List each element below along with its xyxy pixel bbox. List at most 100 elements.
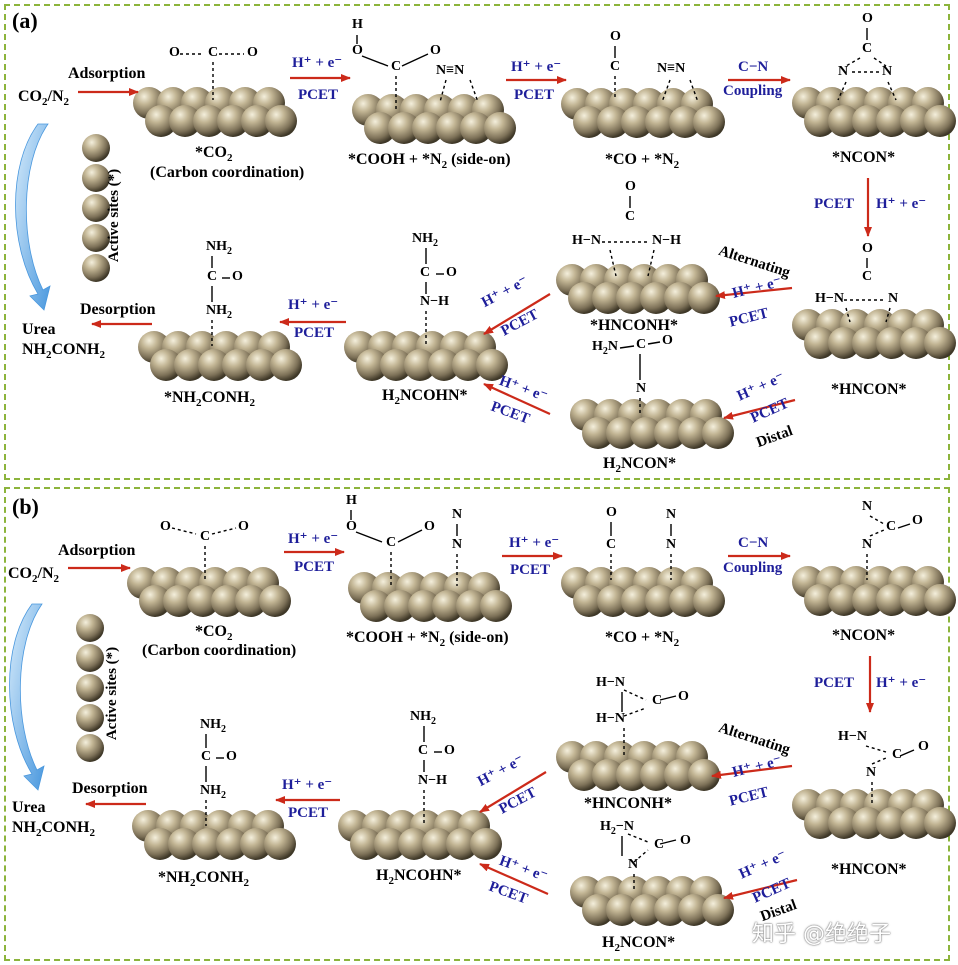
h-e-label-b2: H⁺ + e⁻ [509, 535, 560, 551]
surface-a-1 [352, 94, 516, 144]
h2ncon-label-a: H2NCON* [603, 455, 677, 476]
atom-nh2-b3: NH2 [200, 783, 226, 801]
atom-o-a6: O [862, 11, 873, 26]
atom-hn-b3: H−N [596, 711, 625, 726]
sphere [374, 828, 406, 860]
sphere [82, 224, 110, 252]
hnconh-label-b: *HNCONH* [584, 795, 672, 812]
pcet-label-a8: PCET [294, 325, 335, 341]
atom-h2n-b1: H2−N [600, 819, 634, 837]
hncon-label-a: *HNCON* [831, 381, 907, 398]
bond [869, 515, 885, 525]
bond [623, 689, 647, 701]
sphere [616, 759, 648, 791]
sphere [678, 417, 710, 449]
atom-n-b8: N [628, 857, 639, 872]
sphere [476, 349, 508, 381]
sphere [876, 584, 908, 616]
bond [623, 707, 647, 717]
atom-c-a4: C [862, 41, 873, 56]
bond [211, 527, 237, 535]
atom-h-a1: H [352, 17, 363, 32]
atom-n-b7: N [866, 765, 877, 780]
sphere [139, 585, 171, 617]
bond [647, 249, 655, 277]
surface-b-4 [792, 789, 956, 839]
sphere [924, 105, 956, 137]
atom-n-b6: N [862, 537, 873, 552]
bond [361, 55, 389, 67]
sphere [432, 590, 464, 622]
active-sites-label-a: Active sites (*) [106, 168, 123, 263]
sphere [76, 644, 104, 672]
sphere [592, 759, 624, 791]
atom-o-a10: O [446, 265, 457, 280]
sphere [192, 828, 224, 860]
sphere [460, 112, 492, 144]
atom-c-a3: C [610, 59, 621, 74]
active-sites-column-a [82, 134, 110, 282]
atom-nh2-a3: NH2 [206, 303, 232, 321]
bond [619, 345, 635, 349]
sphere [422, 828, 454, 860]
sphere [852, 105, 884, 137]
sphere [688, 282, 720, 314]
atom-c-b6: C [652, 693, 663, 708]
nn-a1: N≡N [436, 63, 465, 78]
atom-o-b1: O [160, 519, 171, 534]
sphere [169, 105, 201, 137]
sphere [222, 349, 254, 381]
atom-c-b4: C [886, 519, 897, 534]
sphere [573, 106, 605, 138]
surface-a-5 [556, 264, 720, 314]
sphere [428, 349, 460, 381]
h-e-label-a2: H⁺ + e⁻ [511, 59, 562, 75]
sphere [480, 590, 512, 622]
sphere [76, 704, 104, 732]
sphere [924, 584, 956, 616]
atom-nh2-b2: NH2 [200, 717, 226, 735]
hnconh-label-a: *HNCONH* [590, 317, 678, 334]
bond [869, 529, 885, 537]
sphere [145, 105, 177, 137]
sphere [82, 254, 110, 282]
sphere [640, 282, 672, 314]
surface-a-8 [138, 331, 302, 381]
h-e-label-a1: H⁺ + e⁻ [292, 55, 343, 71]
watermark: 知乎 @绝绝子 [752, 922, 891, 947]
sphere [216, 828, 248, 860]
coupling-label-a: Coupling [723, 83, 783, 99]
pcet-label-a3: PCET [814, 196, 855, 212]
sphere [876, 105, 908, 137]
surface-a-4 [792, 309, 956, 359]
pcet-label-b2: PCET [510, 562, 551, 578]
panel-b-label: (b) [12, 494, 39, 519]
cn-label-a: C−N [738, 59, 769, 75]
adsorption-label-b: Adsorption [58, 542, 136, 559]
sphere [235, 585, 267, 617]
atom-c-a1: C [208, 45, 219, 60]
bond [659, 839, 677, 845]
atom-n-a1: N [838, 64, 849, 79]
sphere [606, 894, 638, 926]
hncon-label-b: *HNCON* [831, 861, 907, 878]
sphere [592, 282, 624, 314]
adsorption-label-a: Adsorption [68, 65, 146, 82]
atom-o-b4: O [424, 519, 435, 534]
panel-a-label: (a) [12, 8, 38, 33]
atom-h-b1: H [346, 493, 357, 508]
surface-b-8 [132, 810, 296, 860]
atom-o-a1: O [169, 45, 180, 60]
sphere [265, 105, 297, 137]
atom-c-b1: C [200, 529, 211, 544]
bond [647, 341, 661, 345]
nh2conh2-label-a: *NH2CONH2 [164, 389, 255, 410]
atom-c-b2: C [386, 535, 397, 550]
sphere [364, 112, 396, 144]
cn-label-b: C−N [738, 535, 769, 551]
surface-b-2 [561, 567, 725, 617]
ncon-label-a: *NCON* [832, 149, 896, 166]
sphere [582, 894, 614, 926]
urea-label-a: Urea [22, 321, 56, 338]
bond [871, 757, 887, 765]
